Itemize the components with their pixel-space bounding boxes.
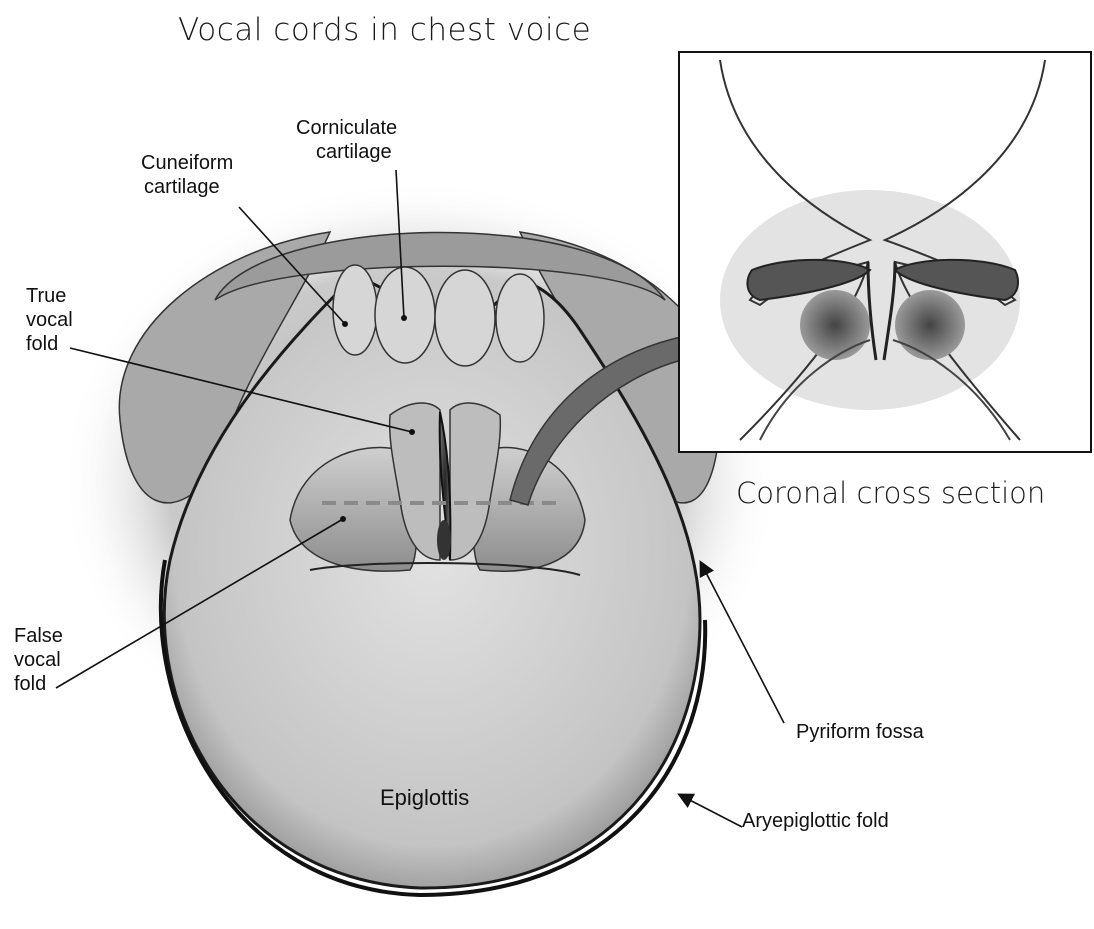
label-line: False bbox=[14, 624, 63, 648]
label-epiglottis: Epiglottis bbox=[380, 786, 469, 810]
label-corniculate-cartilage: Corniculate cartilage bbox=[296, 116, 397, 164]
label-line: cartilage bbox=[296, 140, 397, 164]
label-cuneiform-cartilage: Cuneiform cartilage bbox=[141, 151, 233, 199]
label-line: cartilage bbox=[141, 175, 233, 199]
label-line: vocal bbox=[26, 308, 73, 332]
inset-left-cavity bbox=[800, 290, 870, 360]
page-title: Vocal cords in chest voice bbox=[178, 12, 591, 48]
inset-caption: Coronal cross section bbox=[736, 476, 1045, 510]
label-line: Cuneiform bbox=[141, 151, 233, 175]
coronal-inset bbox=[679, 52, 1091, 452]
label-line: Corniculate bbox=[296, 116, 397, 140]
label-line: True bbox=[26, 284, 73, 308]
inset-right-cavity bbox=[895, 290, 965, 360]
label-true-vocal-fold: True vocal fold bbox=[26, 284, 73, 356]
label-false-vocal-fold: False vocal fold bbox=[14, 624, 63, 696]
label-line: fold bbox=[26, 332, 73, 356]
glottis-opening bbox=[437, 520, 451, 560]
label-pyriform-fossa: Pyriform fossa bbox=[796, 720, 924, 744]
label-line: vocal bbox=[14, 648, 63, 672]
label-aryepiglottic-fold: Aryepiglottic fold bbox=[742, 809, 889, 833]
label-line: fold bbox=[14, 672, 63, 696]
